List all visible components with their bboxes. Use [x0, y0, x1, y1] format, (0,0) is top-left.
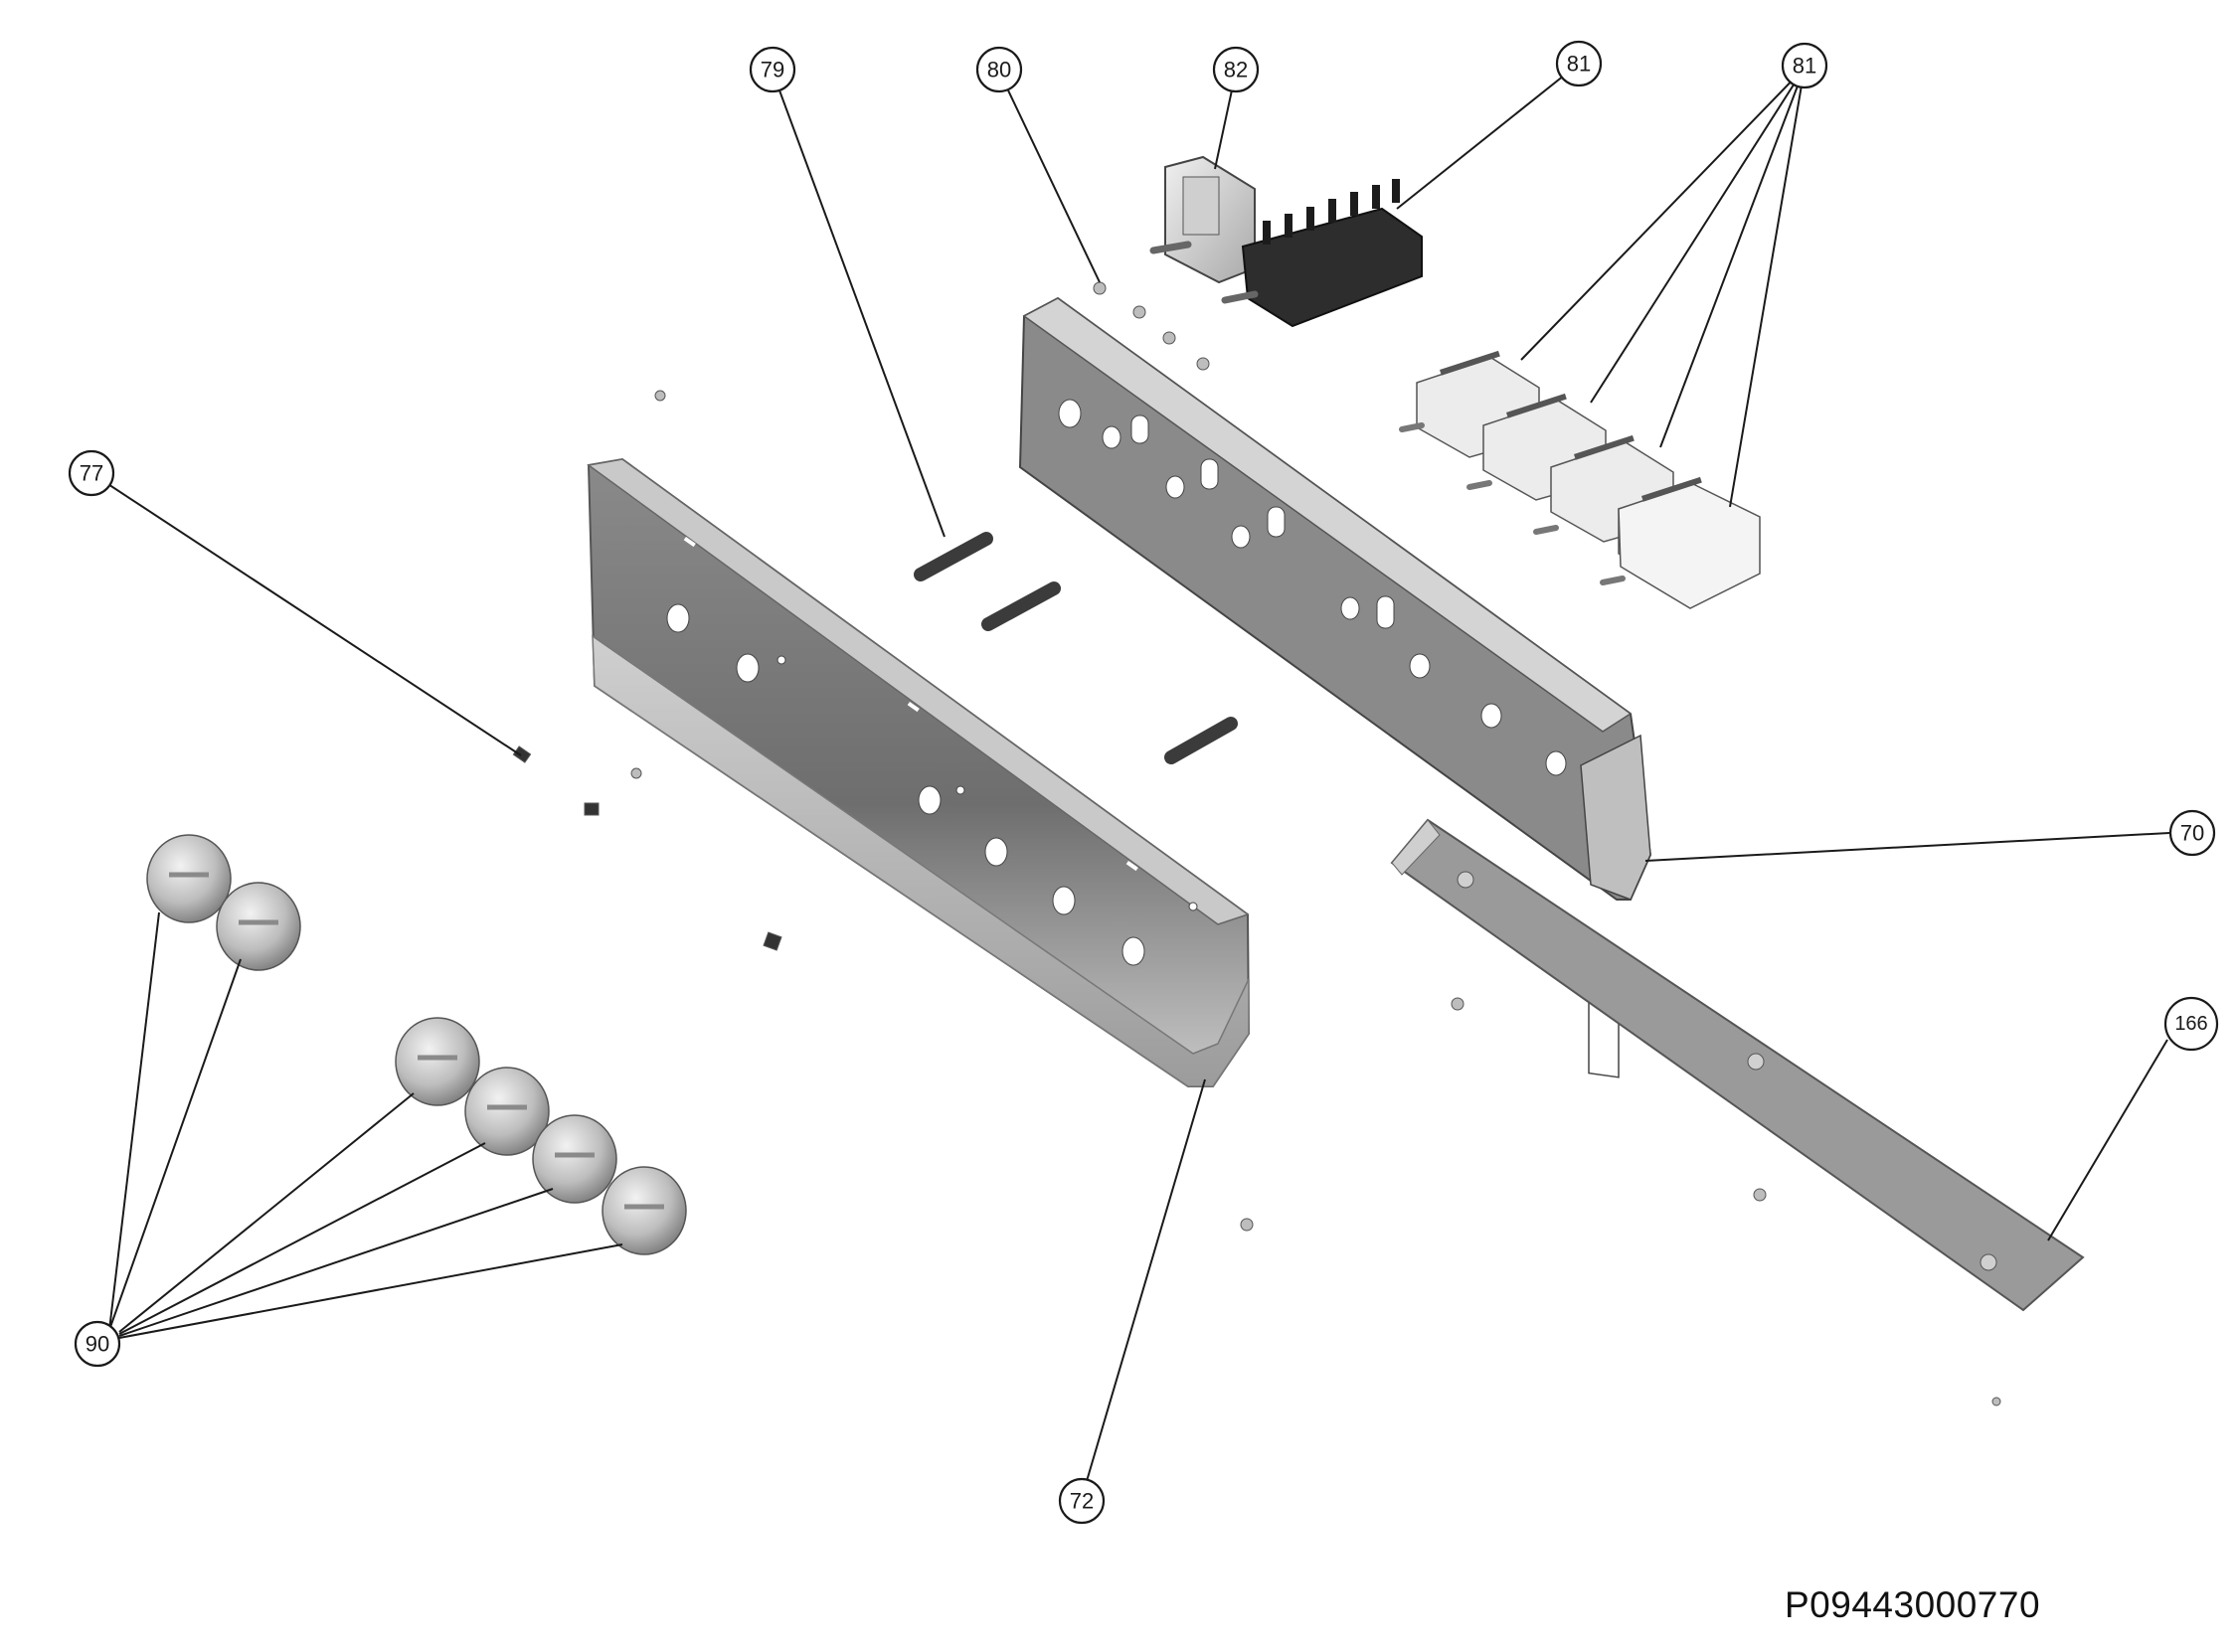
callout-81-right-label: 81 — [1793, 54, 1816, 79]
callout-81-right: 81 — [1781, 42, 1828, 89]
callout-80: 80 — [975, 46, 1023, 93]
front-control-panel — [587, 457, 1251, 1087]
callout-79: 79 — [749, 46, 796, 93]
callout-81-upper-label: 81 — [1567, 52, 1591, 77]
callout-72-label: 72 — [1070, 1489, 1094, 1514]
selector-switch — [1149, 155, 1256, 284]
callout-80-label: 80 — [987, 58, 1011, 83]
spacer-rods — [914, 532, 1238, 764]
energy-regulator-group — [1399, 350, 1761, 609]
energy-regulator — [1221, 179, 1423, 328]
drawing-number: P09443000770 — [1785, 1584, 2041, 1625]
callout-81-upper: 81 — [1555, 40, 1603, 87]
callout-166-label: 166 — [2174, 1013, 2207, 1035]
leader-lines — [90, 63, 2170, 1482]
callout-82: 82 — [1212, 46, 1260, 93]
callout-82-label: 82 — [1224, 58, 1248, 83]
callout-70-label: 70 — [2180, 821, 2204, 846]
screws — [512, 281, 2001, 1406]
control-knobs — [146, 834, 687, 1255]
rear-support-bracket — [1018, 296, 1652, 1078]
callout-70: 70 — [2168, 809, 2216, 857]
bottom-plate — [1390, 818, 2085, 1312]
callout-166: 166 — [2163, 996, 2219, 1052]
callout-77: 77 — [68, 449, 115, 497]
callout-79-label: 79 — [761, 58, 784, 83]
callout-77-label: 77 — [80, 461, 103, 486]
callout-90-label: 90 — [86, 1332, 109, 1357]
callout-72: 72 — [1058, 1477, 1106, 1525]
callout-90: 90 — [74, 1320, 121, 1368]
